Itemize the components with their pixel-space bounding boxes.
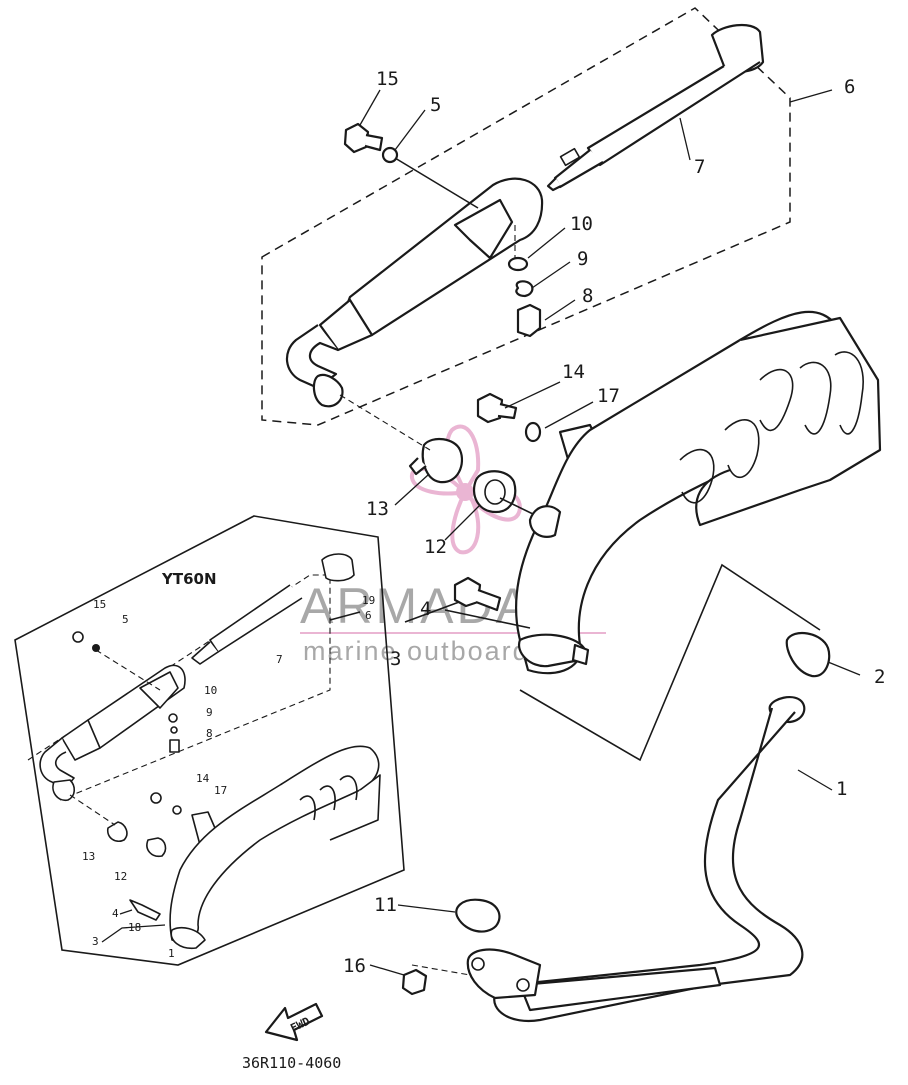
clamp-13: [408, 437, 464, 484]
callout-7: 7: [694, 156, 705, 178]
muffler-chamber: [514, 310, 882, 675]
inset-label-19: 19: [362, 594, 375, 607]
gasket-11: [455, 898, 501, 933]
callout-11: 11: [374, 894, 397, 916]
drawing-code: 36R110-4060: [242, 1054, 341, 1072]
gasket-12: [472, 470, 517, 514]
inset-label-6: 6: [365, 609, 372, 622]
washer-17: [524, 421, 542, 443]
inset-label-7: 7: [276, 653, 283, 666]
callout-1: 1: [836, 778, 847, 800]
washer-5: [381, 146, 399, 164]
callout-2: 2: [874, 666, 885, 688]
inset-label-10: 10: [204, 684, 217, 697]
callout-15: 15: [376, 68, 399, 90]
callout-10: 10: [570, 213, 593, 235]
inset-muffler: [169, 745, 381, 950]
inset-fasteners: [72, 631, 182, 921]
fwd-arrow: FWD: [264, 1002, 324, 1042]
inset-label-3: 3: [92, 935, 99, 948]
callout-14: 14: [562, 361, 585, 383]
callout-17: 17: [597, 385, 620, 407]
silencer: [286, 23, 765, 408]
inset-label-5: 5: [122, 613, 129, 626]
callout-13: 13: [366, 498, 389, 520]
bolt-4: [453, 576, 502, 612]
watermark-tagline: marine outboards: [303, 636, 545, 666]
inset-label-17: 17: [214, 784, 227, 797]
bolt-14: [476, 392, 518, 424]
inset-title: YT60N: [161, 570, 217, 588]
inset-frame: [14, 515, 405, 966]
inset-label-14: 14: [196, 772, 210, 785]
inset-label-9: 9: [206, 706, 213, 719]
callout-3: 3: [390, 648, 401, 670]
inset-label-13: 13: [82, 850, 95, 863]
callout-4: 4: [420, 598, 431, 620]
bolt-15: [343, 122, 384, 154]
callout-9: 9: [577, 248, 588, 270]
watermark: ARMADA marine outboards: [300, 424, 606, 666]
clip-9: [515, 280, 534, 298]
inset-label-12: 12: [114, 870, 127, 883]
callout-8: 8: [582, 285, 593, 307]
inset-label-15: 15: [93, 598, 106, 611]
callout-5: 5: [430, 94, 441, 116]
inset-label-1: 1: [168, 947, 175, 960]
exhaust-pipe: [466, 631, 831, 1023]
bolt-16: [401, 968, 428, 996]
inset-label-8: 8: [206, 727, 213, 740]
bolt-8: [516, 303, 542, 338]
silencer-group-outline: [261, 7, 791, 426]
inset-silencer: [39, 553, 355, 802]
callout-16: 16: [343, 955, 366, 977]
callout-12: 12: [424, 536, 447, 558]
washer-10: [507, 256, 529, 272]
callout-6: 6: [844, 76, 855, 98]
inset-label-4: 4: [112, 907, 119, 920]
